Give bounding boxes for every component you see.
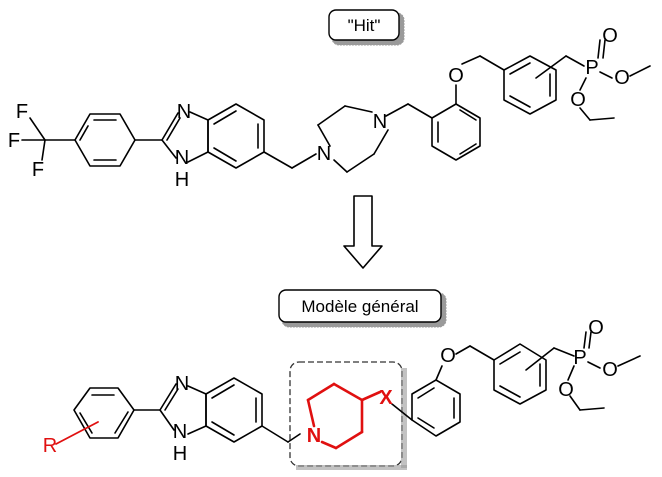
atom-n-piperazine-2: N [373, 111, 387, 133]
general-model-label: Modèle général [278, 289, 447, 328]
atom-n-imidazole-1: N [177, 101, 191, 123]
atom-p-2: P [573, 347, 586, 369]
hit-label-text: "Hit" [348, 16, 381, 35]
atom-n-imidazole-3: N [175, 373, 189, 395]
atom-f-1: F [16, 101, 28, 123]
general-molecule: R N N H N X O P O O O [43, 317, 641, 470]
hit-label: "Hit" [328, 9, 405, 46]
atom-o-ester-2: O [570, 89, 586, 111]
atom-o-ester-4: O [558, 379, 574, 401]
atom-o-ether: O [448, 65, 464, 87]
atom-n-imidazole-4: N [173, 421, 187, 443]
atom-o-ether-2: O [440, 345, 456, 367]
hit-molecule: F F F N N H N N O P O O O [8, 25, 651, 191]
atom-n-piperidine: N [307, 425, 321, 447]
atom-o-double-2: O [588, 317, 604, 339]
atom-o-ester-1: O [614, 67, 630, 89]
atom-p: P [585, 57, 598, 79]
atom-f-2: F [8, 130, 20, 152]
atom-n-piperazine-1: N [317, 143, 331, 165]
atom-n-imidazole-2: N [175, 147, 189, 169]
atom-o-ester-3: O [602, 359, 618, 381]
down-arrow [343, 195, 383, 269]
atom-f-3: F [32, 159, 44, 181]
atom-r: R [43, 435, 57, 457]
atom-h-imidazole: H [175, 169, 189, 191]
general-model-label-text: Modèle général [301, 297, 418, 316]
atom-o-double: O [602, 25, 618, 47]
atom-h-imidazole-2: H [173, 443, 187, 465]
atom-x: X [379, 387, 393, 409]
